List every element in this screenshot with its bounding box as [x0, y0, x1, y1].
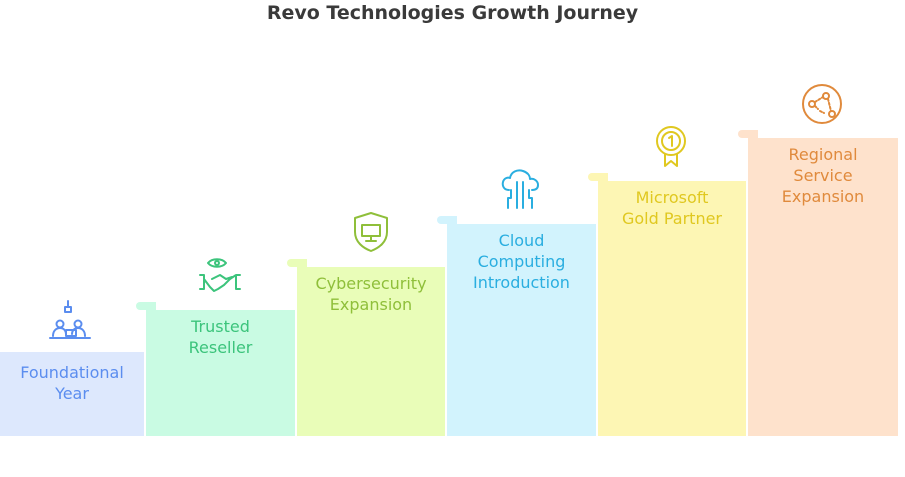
- label-line: Service: [793, 166, 853, 185]
- handshake-eye-icon: [198, 253, 242, 297]
- step-cloud-computing: Cloud Computing Introduction: [437, 216, 596, 436]
- network-globe-icon: [800, 82, 844, 126]
- label-line: Gold Partner: [621, 209, 723, 228]
- step-cybersecurity-expansion: Cybersecurity Expansion: [287, 259, 445, 436]
- label-line: Trusted: [191, 317, 250, 336]
- award-medal-icon: [649, 124, 693, 168]
- step-label: Trusted Reseller: [146, 316, 295, 358]
- shield-monitor-icon: [349, 210, 393, 254]
- label-line: Microsoft: [635, 188, 709, 207]
- team-desk-icon: [48, 298, 92, 342]
- label-line: Foundational: [20, 363, 124, 382]
- label-line: Year: [55, 384, 89, 403]
- label-line: Expansion: [781, 187, 865, 206]
- step-lip: [136, 302, 156, 310]
- step-trusted-reseller: Trusted Reseller: [136, 302, 295, 436]
- step-lip: [437, 216, 457, 224]
- label-line: Cybersecurity: [315, 274, 427, 293]
- label-line: Introduction: [473, 273, 570, 292]
- step-lip: [287, 259, 307, 267]
- step-label: Cybersecurity Expansion: [297, 273, 445, 315]
- label-line: Expansion: [329, 295, 413, 314]
- step-foundational-year: Foundational Year: [0, 352, 144, 436]
- step-label: Regional Service Expansion: [748, 144, 898, 207]
- step-lip: [588, 173, 608, 181]
- step-label: Foundational Year: [0, 362, 144, 404]
- diagram-title: Revo Technologies Growth Journey: [266, 2, 639, 24]
- label-line: Reseller: [188, 338, 253, 357]
- label-line: Computing: [477, 252, 566, 271]
- step-label: Microsoft Gold Partner: [598, 187, 746, 229]
- label-line: Cloud: [498, 231, 545, 250]
- label-line: Regional: [788, 145, 858, 164]
- step-lip: [738, 130, 758, 138]
- step-label: Cloud Computing Introduction: [447, 230, 596, 293]
- step-microsoft-gold-partner: Microsoft Gold Partner: [588, 173, 746, 436]
- step-regional-service-expansion: Regional Service Expansion: [738, 130, 898, 436]
- cloud-circuit-icon: [499, 166, 543, 210]
